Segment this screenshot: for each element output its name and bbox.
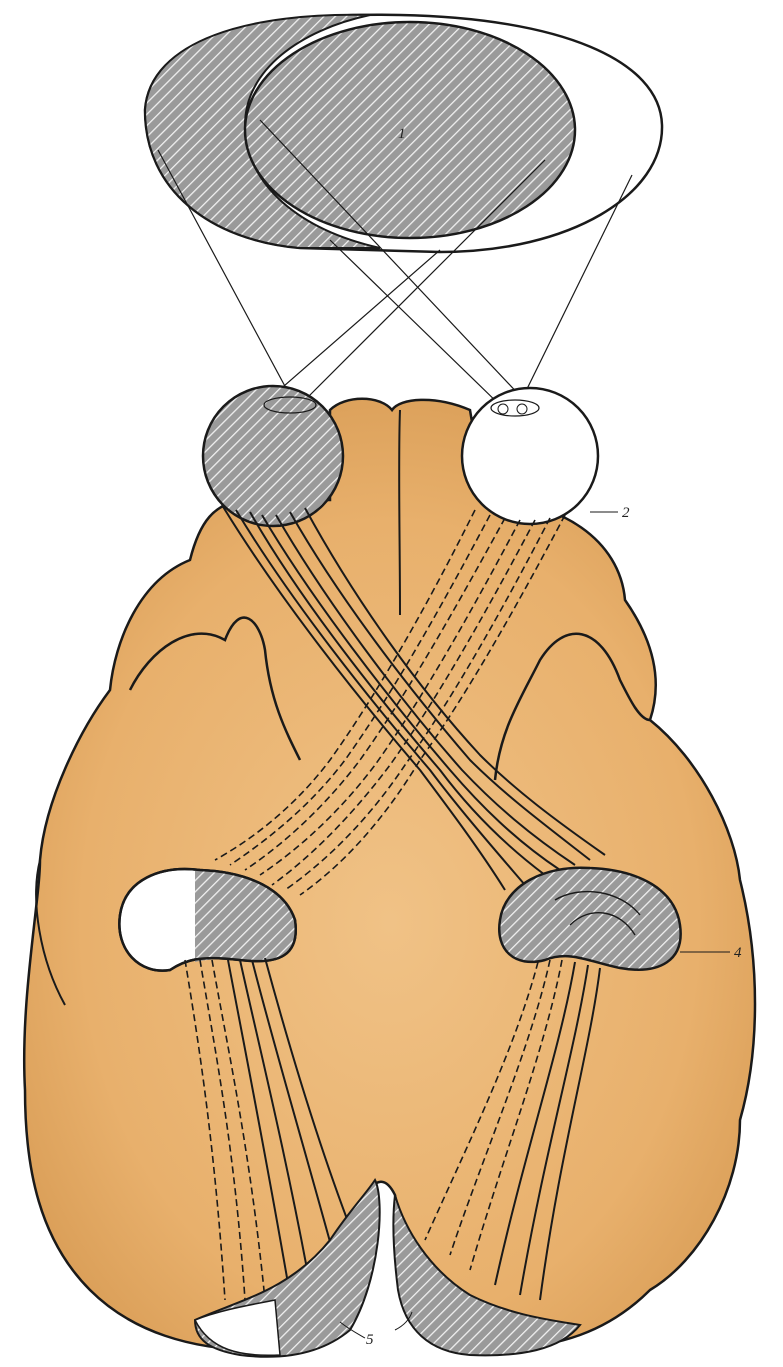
label-2: 2 [622, 505, 630, 521]
label-4: 4 [734, 945, 742, 961]
right-eye [462, 388, 598, 524]
brain [24, 399, 755, 1350]
visual-field: 1 [145, 15, 662, 252]
left-eye [203, 386, 343, 526]
label-5: 5 [366, 1332, 374, 1348]
label-1: 1 [398, 126, 406, 142]
